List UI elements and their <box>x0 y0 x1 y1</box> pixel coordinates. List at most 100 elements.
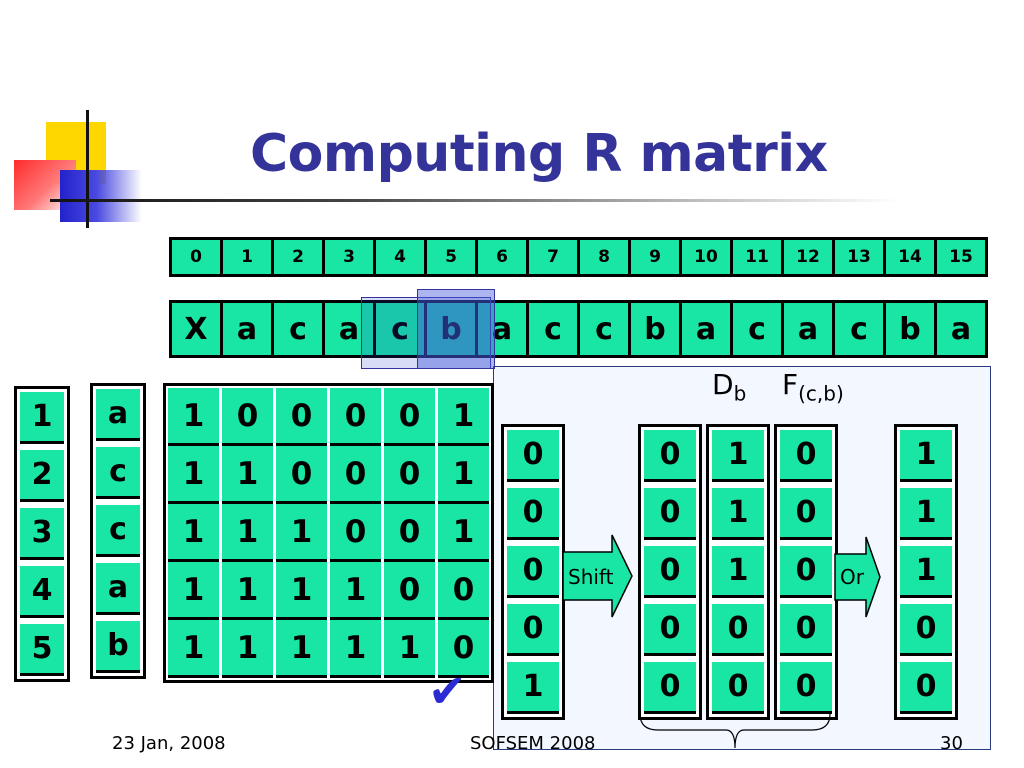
d-column: 1 1 1 0 0 <box>706 424 770 720</box>
f-column-cell: 0 <box>780 604 832 656</box>
index-cell: 14 <box>883 237 937 277</box>
matrix-cell: 1 <box>330 562 381 620</box>
index-cell: 6 <box>475 237 529 277</box>
matrix-cell: 1 <box>168 504 219 562</box>
f-column-cell: 0 <box>780 488 832 540</box>
matrix-cell: 0 <box>330 446 381 504</box>
d-column-cell: 0 <box>712 604 764 656</box>
pattern-cell: b <box>96 621 140 673</box>
result-column-cell: 1 <box>900 430 952 482</box>
index-cell: 11 <box>730 237 784 277</box>
matrix-cell: 1 <box>330 620 381 678</box>
matrix-cell: 0 <box>222 388 273 446</box>
shift-label: Shift <box>568 565 614 589</box>
matrix-cell: 0 <box>330 388 381 446</box>
matrix-cell: 1 <box>168 562 219 620</box>
title-underline <box>50 199 900 202</box>
shifted-column-cell: 0 <box>644 662 696 714</box>
matrix-cell: 1 <box>438 446 489 504</box>
d-column-cell: 1 <box>712 488 764 540</box>
prev-column-cell: 0 <box>507 604 559 656</box>
text-cell: c <box>271 300 325 358</box>
brace-icon <box>639 713 831 749</box>
prev-column-cell: 0 <box>507 546 559 598</box>
text-cell: a <box>475 300 529 358</box>
result-column-cell: 1 <box>900 488 952 540</box>
result-column-cell: 0 <box>900 604 952 656</box>
matrix-cell: 0 <box>384 388 435 446</box>
result-column-cell: 1 <box>900 546 952 598</box>
matrix-cell: 1 <box>168 446 219 504</box>
shifted-column-cell: 0 <box>644 430 696 482</box>
pattern-cell: c <box>96 505 140 557</box>
current-char-highlight <box>417 289 495 369</box>
row-number-column: 1 2 3 4 5 <box>14 386 70 682</box>
f-label: F(c,b) <box>782 368 844 406</box>
decor-vertical-line <box>86 110 89 228</box>
prev-column-cell: 0 <box>507 430 559 482</box>
f-column-cell: 0 <box>780 546 832 598</box>
matrix-cell: 1 <box>276 620 327 678</box>
matrix-cell: 0 <box>438 562 489 620</box>
index-cell: 5 <box>424 237 478 277</box>
index-cell: 3 <box>322 237 376 277</box>
result-column-cell: 0 <box>900 662 952 714</box>
matrix-cell: 0 <box>384 446 435 504</box>
matrix-cell: 1 <box>222 562 273 620</box>
index-cell: 2 <box>271 237 325 277</box>
row-number-cell: 5 <box>20 624 64 676</box>
shift-arrow-icon <box>562 534 633 618</box>
text-cell: a <box>220 300 274 358</box>
index-cell: 13 <box>832 237 886 277</box>
text-cell: c <box>730 300 784 358</box>
text-cell: c <box>526 300 580 358</box>
row-number-cell: 4 <box>20 566 64 618</box>
check-icon: ✔ <box>428 664 467 718</box>
matrix-cell: 0 <box>438 620 489 678</box>
text-cell: a <box>934 300 988 358</box>
matrix-cell: 1 <box>438 504 489 562</box>
index-cell: 8 <box>577 237 631 277</box>
index-cell: 12 <box>781 237 835 277</box>
text-cell: b <box>628 300 682 358</box>
d-column-cell: 1 <box>712 546 764 598</box>
window-highlight <box>361 297 491 369</box>
d-label: Db <box>712 368 747 406</box>
footer-page-number: 30 <box>940 733 963 754</box>
index-cell: 1 <box>220 237 274 277</box>
matrix-cell: 1 <box>276 504 327 562</box>
or-arrow-icon <box>834 536 881 618</box>
index-cell: 15 <box>934 237 988 277</box>
matrix-cell: 0 <box>276 388 327 446</box>
text-cell: a <box>781 300 835 358</box>
d-column-cell: 1 <box>712 430 764 482</box>
matrix-cell: 0 <box>330 504 381 562</box>
matrix-cell: 1 <box>222 620 273 678</box>
footer-conference: SOFSEM 2008 <box>470 733 596 754</box>
index-cell: 10 <box>679 237 733 277</box>
pattern-cell: a <box>96 389 140 441</box>
row-number-cell: 1 <box>20 392 64 444</box>
matrix-cell: 0 <box>384 562 435 620</box>
matrix-cell: 1 <box>222 504 273 562</box>
text-cell: a <box>679 300 733 358</box>
pattern-cell: a <box>96 563 140 615</box>
decor-blue-square <box>60 170 142 222</box>
row-number-cell: 2 <box>20 450 64 502</box>
d-column-cell: 0 <box>712 662 764 714</box>
text-cell: b <box>883 300 937 358</box>
f-column-cell: 0 <box>780 430 832 482</box>
matrix-cell: 0 <box>384 504 435 562</box>
shifted-column-cell: 0 <box>644 488 696 540</box>
matrix-cell: 1 <box>222 446 273 504</box>
index-cell: 7 <box>526 237 580 277</box>
row-number-cell: 3 <box>20 508 64 560</box>
matrix-cell: 1 <box>168 620 219 678</box>
matrix-cell: 1 <box>438 388 489 446</box>
or-label: Or <box>840 565 864 589</box>
